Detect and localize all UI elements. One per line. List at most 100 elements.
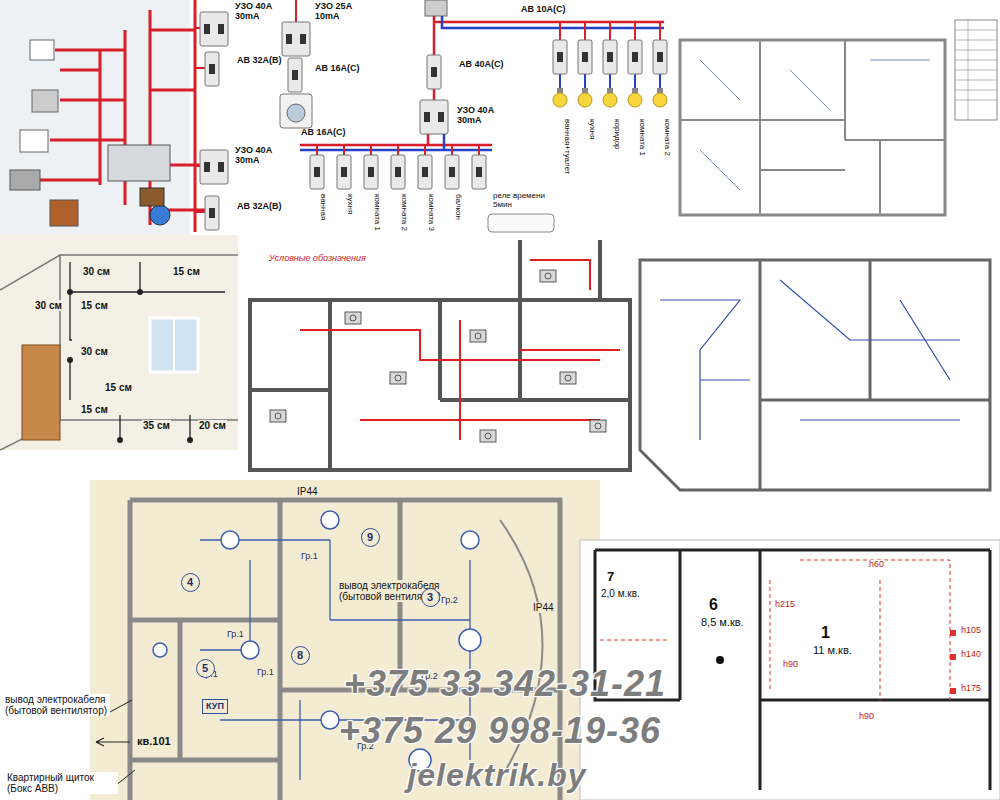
circuit-group: Гр.1: [226, 630, 245, 640]
breaker-schematic: [445, 155, 459, 189]
floor-plan: [480, 430, 496, 442]
legend-heading: Условные обозначения: [268, 254, 367, 264]
circuit-name: комната 1: [372, 193, 381, 232]
breaker-schematic: [442, 16, 664, 28]
dimension: 30 см: [80, 346, 109, 357]
circuit-name: коридор: [612, 118, 621, 151]
floor-plan: [680, 40, 945, 215]
node-text: 8: [297, 650, 303, 661]
floor-plan: [590, 420, 606, 432]
floor-plan: [640, 260, 990, 490]
circuit-name: комната 3: [426, 193, 435, 232]
watermark: jelektrik.by: [406, 758, 587, 793]
breaker-schematic: [603, 40, 617, 74]
room-illustration: [67, 289, 73, 295]
floor-plan: [660, 280, 960, 440]
appliance-wiring: [40, 10, 205, 225]
room-illustration: [0, 255, 238, 450]
watermark: +375 33 342-31-21: [343, 664, 667, 704]
node-text: 9: [367, 532, 373, 543]
breaker-schematic: [560, 22, 660, 40]
appliance-wiring: [32, 90, 58, 112]
breaker-schematic: [287, 104, 305, 122]
breaker-schematic: [578, 40, 592, 74]
floor-plan: [321, 711, 339, 729]
mount-height: h60: [868, 560, 885, 570]
dimension: 15 см: [80, 300, 109, 311]
room-illustration: [0, 235, 238, 450]
room-illustration: [150, 318, 198, 372]
floor-plan: [716, 656, 724, 664]
breaker-schematic: [653, 40, 667, 74]
appliance-wiring: [140, 188, 164, 206]
protection-class: IP44: [296, 486, 319, 497]
room-number-circle: 9: [361, 528, 380, 547]
floor-plan: [540, 270, 556, 282]
breaker-schematic: [553, 40, 567, 74]
floor-plan: [241, 641, 259, 659]
circuit-name: балкон: [453, 193, 462, 221]
breaker-schematic: [317, 145, 479, 155]
appliance-wiring: [30, 40, 54, 60]
breaker-schematic: [603, 88, 617, 107]
floor-plan: [130, 500, 560, 800]
room-illustration: [137, 289, 143, 295]
device-rating: АВ 16А(С): [314, 64, 361, 74]
circuit-group: Гр.1: [256, 668, 275, 678]
appliance-wiring: [0, 0, 190, 235]
breaker-schematic: [628, 40, 642, 74]
protection-class: IP44: [532, 602, 555, 613]
floor-plan: [955, 20, 997, 120]
floor-plan: [96, 738, 130, 746]
breaker-schematic: [200, 150, 228, 184]
floor-plan: [461, 531, 479, 549]
room-number: 7: [606, 570, 615, 584]
mount-height: h215: [774, 600, 796, 610]
mount-height: h90: [782, 660, 799, 670]
breaker-schematic: [628, 88, 642, 107]
room-number-circle: 3: [421, 588, 440, 607]
breaker-schematic: [653, 88, 667, 107]
circuit-name: кухня: [345, 193, 354, 215]
floor-plan: [950, 630, 956, 694]
breaker-schematic: [391, 155, 405, 189]
dimension: 15 см: [80, 404, 109, 415]
dimension: 30 см: [82, 266, 111, 277]
floor-plan: [270, 410, 286, 422]
appliance-wiring: [50, 200, 78, 226]
dimension: 30 см: [34, 300, 63, 311]
breaker-schematic: [434, 16, 664, 100]
floor-plan: [950, 688, 956, 694]
mount-height: h105: [960, 626, 982, 636]
floor-plan: [470, 330, 486, 342]
dimension: 20 см: [198, 420, 227, 431]
breaker-schematic: [364, 155, 378, 189]
breaker-schematic: [205, 196, 219, 230]
dimension: 15 см: [104, 382, 133, 393]
mount-height: h90: [858, 712, 875, 722]
room-number-circle: 4: [181, 573, 200, 592]
room-illustration: [117, 437, 123, 443]
room-number: 1: [820, 624, 831, 642]
floor-plan: [153, 643, 167, 657]
appliance-wiring: [0, 0, 205, 235]
circuit-group: Гр.1: [300, 552, 319, 562]
room-illustration: [67, 357, 73, 363]
breaker-schematic: [418, 155, 432, 189]
device-rating: АВ 16А(С): [300, 128, 347, 138]
circuit-name: ванная: [318, 193, 327, 221]
floor-plan: [459, 629, 481, 651]
device-rating: УЗО 40А 30mA: [234, 146, 282, 166]
circuit-group: Гр.2: [440, 596, 459, 606]
breaker-schematic: [425, 0, 447, 16]
device-rating: УЗО 25А 10mA: [314, 2, 362, 22]
room-illustration: [22, 345, 60, 440]
panel-box: КУП: [202, 699, 228, 714]
floor-plan: [955, 20, 997, 120]
room-number: 6: [708, 596, 719, 614]
circuit-name: кухня: [587, 118, 596, 140]
floor-plan: [221, 531, 239, 549]
device-rating: УЗО 40А 30mA: [234, 2, 282, 22]
breaker-schematic: [200, 12, 228, 46]
